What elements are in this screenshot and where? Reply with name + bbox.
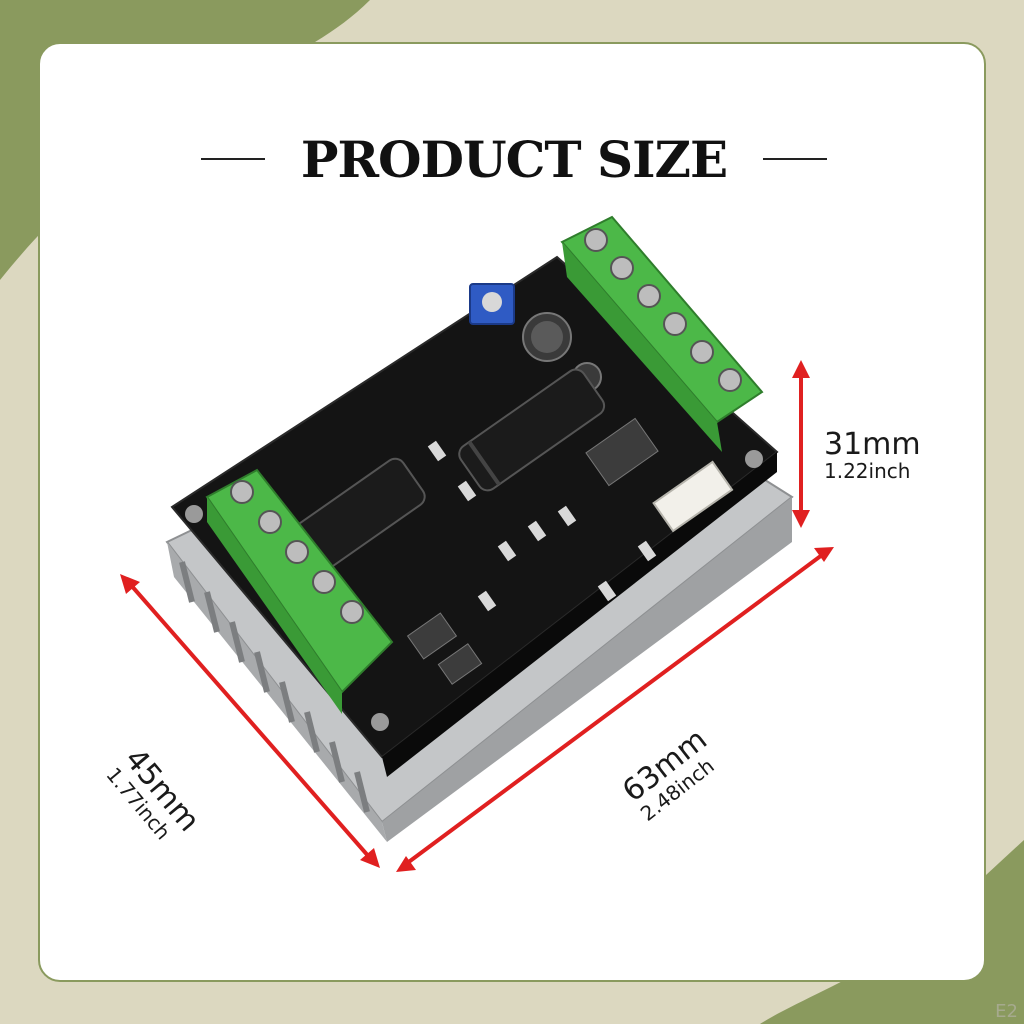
title-row: PRODUCT SIZE <box>40 124 984 194</box>
motor-driver-board-illustration <box>120 215 834 872</box>
page-title: PRODUCT SIZE <box>300 129 728 189</box>
terminal-block-right <box>560 215 764 452</box>
product-card: PRODUCT SIZE <box>38 42 986 982</box>
title-right-rule <box>763 158 828 160</box>
terminal-block-left <box>205 468 394 714</box>
corner-code: E2 <box>995 1001 1018 1022</box>
height-mm: 31mm <box>824 427 921 462</box>
dimension-arrows <box>120 360 834 872</box>
height-dimension-label: 31mm 1.22inch <box>824 427 921 483</box>
height-inch: 1.22inch <box>824 459 911 483</box>
title-left-rule <box>200 158 265 160</box>
